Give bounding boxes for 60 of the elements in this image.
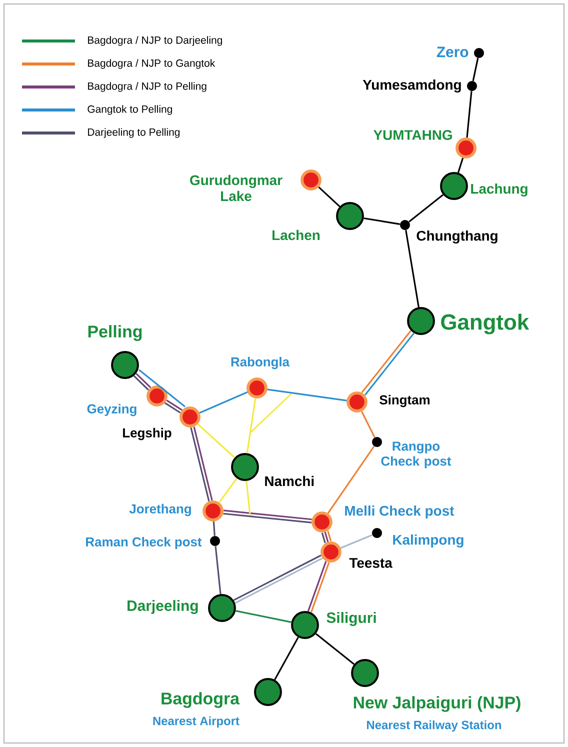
place-name: Nearest Airport: [153, 716, 240, 728]
place-name: Yumesamdong: [362, 79, 461, 93]
route-line: [364, 217, 400, 225]
route-line: [324, 532, 329, 542]
route-line: [340, 534, 372, 549]
place-name: Zero: [436, 46, 468, 58]
place-name: Pelling: [88, 325, 142, 341]
place-name: Gurudongmar Lake: [190, 174, 282, 202]
route-line: [199, 391, 248, 414]
place-name: Singtam: [380, 394, 430, 408]
place-name: Namchi: [265, 476, 314, 486]
place-name: Bagdogra: [162, 692, 240, 708]
route-line: [166, 400, 182, 411]
route-line: [164, 402, 181, 414]
route-line: [223, 512, 312, 524]
place-name: Darjeeling: [128, 600, 198, 614]
route-line: [236, 610, 292, 623]
route-line: [218, 478, 238, 504]
route-line: [212, 521, 216, 536]
place-name: YUMTAHNG: [374, 130, 452, 140]
place-name: Lachen: [272, 230, 320, 240]
route-line: [246, 480, 251, 516]
place-name: Siliguri: [326, 612, 376, 626]
place-name: New Jalpaiguri (NJP): [354, 696, 520, 712]
place-name: Jorethang: [129, 504, 191, 516]
route-line: [360, 411, 376, 438]
route-line: [214, 546, 222, 594]
place-name: Raman Check post: [86, 536, 202, 550]
route-line: [315, 633, 355, 665]
place-name: Rangpo Check post: [381, 442, 452, 468]
route-line: [274, 636, 299, 680]
place-name: Teesta: [349, 558, 392, 568]
route-line: [408, 194, 444, 222]
route-line: [267, 388, 347, 402]
route-line: [321, 532, 326, 544]
legend-label: Gangtok to Pelling: [88, 105, 172, 115]
legend-label: Bagdogra / NJP to Gangtok: [88, 59, 216, 69]
route-line: [466, 91, 472, 138]
route-line: [457, 158, 464, 173]
place-name: Lachung: [471, 183, 528, 197]
route-line: [472, 58, 479, 82]
place-name: Kalimpong: [393, 534, 464, 548]
place-name: Rabongla: [231, 356, 290, 370]
route-line: [405, 230, 420, 308]
legend-label: Bagdogra / NJP to Darjeeling: [88, 36, 222, 46]
route-line: [138, 369, 186, 408]
route-line: [246, 398, 256, 454]
place-name: Nearest Railway Station: [367, 720, 501, 732]
legend-label: Darjeeling to Pelling: [88, 128, 180, 138]
route-line: [223, 510, 312, 520]
route-line: [327, 446, 375, 514]
route-line: [197, 423, 236, 458]
route-line: [327, 530, 332, 542]
route-line: [318, 186, 340, 208]
place-name: Geyzing: [87, 404, 136, 416]
place-name: Legship: [123, 428, 172, 440]
legend-label: Bagdogra / NJP to Pelling: [88, 82, 206, 92]
place-name: Gangtok: [441, 314, 530, 334]
place-name: Chungthang: [416, 230, 498, 244]
place-name: Melli Check post: [345, 506, 454, 518]
